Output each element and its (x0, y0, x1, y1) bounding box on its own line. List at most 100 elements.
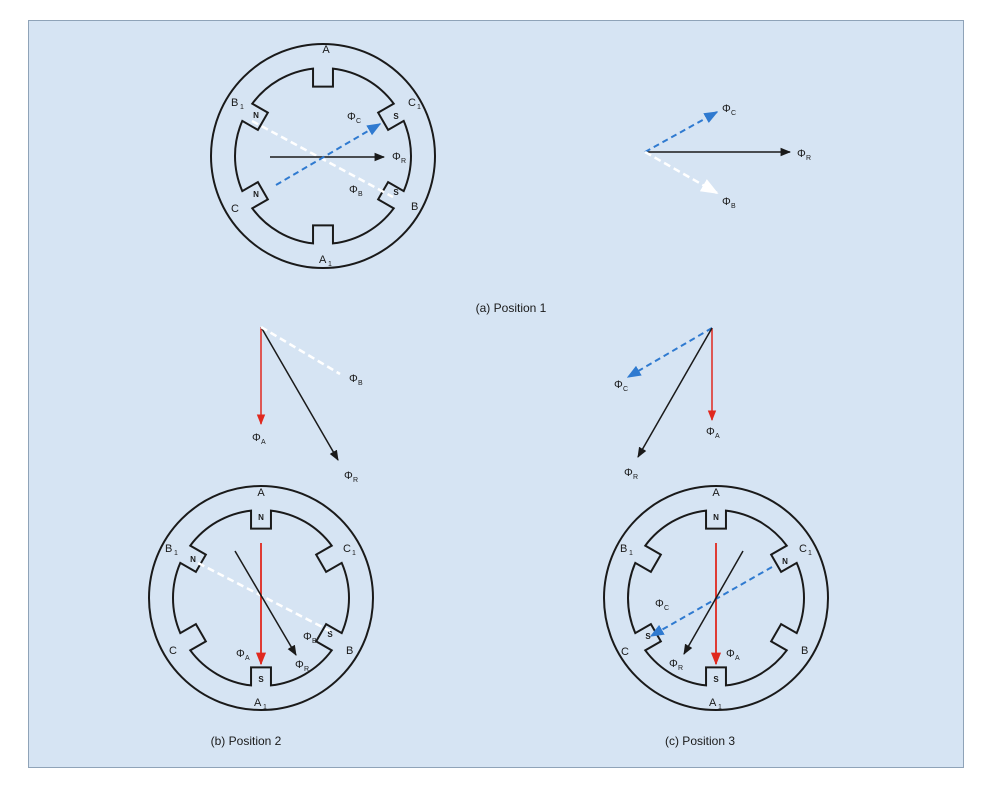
svg-text:R: R (806, 155, 811, 162)
pole-label-c: C (231, 203, 239, 215)
pole-a1-magnet-south-p3: S (713, 675, 719, 684)
pole-b1-magnet-north: N (253, 111, 259, 120)
svg-text:1: 1 (174, 550, 178, 557)
svg-text:Φ: Φ (349, 373, 358, 385)
svg-text:Φ: Φ (295, 659, 304, 671)
svg-text:1: 1 (718, 704, 722, 711)
svg-text:B: B (231, 97, 238, 109)
svg-text:Φ: Φ (797, 148, 806, 160)
phi-b-vector-d1 (644, 150, 719, 195)
svg-text:Φ: Φ (303, 631, 312, 643)
caption-position-2: (b) Position 2 (211, 734, 282, 748)
pole-a1-magnet-south-p2: S (258, 675, 264, 684)
svg-text:Φ: Φ (392, 151, 401, 163)
pole-label-a-p3: A (712, 487, 720, 499)
svg-text:A: A (261, 439, 266, 446)
svg-text:Φ: Φ (722, 196, 731, 208)
figure-panel (28, 20, 964, 768)
pole-c1-magnet-south: S (393, 112, 399, 121)
pole-label-b-p3: B (801, 645, 808, 657)
svg-text:Φ: Φ (655, 598, 664, 610)
pole-label-b-p2: B (346, 645, 353, 657)
svg-text:R: R (304, 666, 309, 673)
pole-label-b: B (411, 201, 418, 213)
svg-text:B: B (312, 638, 317, 645)
stator-position-2 (148, 485, 374, 711)
pole-c-magnet-north: N (253, 190, 259, 199)
pole-b1-magnet-north-p2: N (190, 555, 196, 564)
svg-text:Φ: Φ (669, 658, 678, 670)
svg-text:Φ: Φ (722, 103, 731, 115)
phi-c-vector-p3 (649, 566, 773, 637)
svg-text:Φ: Φ (236, 648, 245, 660)
pole-a-magnet-north-p2: N (258, 513, 264, 522)
phi-r-vector-p3 (683, 550, 744, 655)
svg-text:C: C (623, 386, 628, 393)
svg-text:B: B (620, 543, 627, 555)
svg-text:C: C (408, 97, 416, 109)
phi-b-vector-d2 (260, 325, 341, 376)
svg-text:Φ: Φ (614, 379, 623, 391)
pole-c1-magnet-north-p3: N (782, 557, 788, 566)
svg-text:Φ: Φ (344, 470, 353, 482)
svg-text:R: R (353, 477, 358, 484)
svg-text:R: R (401, 158, 406, 165)
phi-b-vector-p1 (251, 119, 394, 199)
phi-c-vector-d3 (626, 327, 713, 378)
pole-label-a: A (322, 44, 330, 56)
svg-text:B: B (358, 380, 363, 387)
stator-inner-outline (234, 67, 412, 245)
caption-position-1: (a) Position 1 (476, 301, 547, 315)
stator-position-3 (603, 485, 829, 711)
pole-label-c-p2: C (169, 645, 177, 657)
svg-text:C: C (731, 110, 736, 117)
svg-text:1: 1 (352, 550, 356, 557)
svg-text:C: C (356, 118, 361, 125)
pole-b-magnet-south-p2: S (327, 630, 333, 639)
svg-text:Φ: Φ (252, 432, 261, 444)
svg-text:A: A (245, 655, 250, 662)
svg-text:1: 1 (328, 261, 332, 268)
svg-text:B: B (731, 203, 736, 210)
svg-text:Φ: Φ (347, 111, 356, 123)
svg-text:C: C (343, 543, 351, 555)
pole-label-a-p2: A (257, 487, 265, 499)
svg-text:1: 1 (240, 104, 244, 111)
svg-text:A: A (709, 697, 717, 709)
svg-text:1: 1 (417, 104, 421, 111)
pole-label-c-p3: C (621, 646, 629, 658)
phi-r-vector-d3 (637, 327, 713, 458)
svg-text:A: A (715, 433, 720, 440)
svg-text:Φ: Φ (726, 648, 735, 660)
svg-text:Φ: Φ (349, 184, 358, 196)
svg-text:Φ: Φ (706, 426, 715, 438)
svg-text:A: A (735, 655, 740, 662)
svg-text:A: A (254, 697, 262, 709)
